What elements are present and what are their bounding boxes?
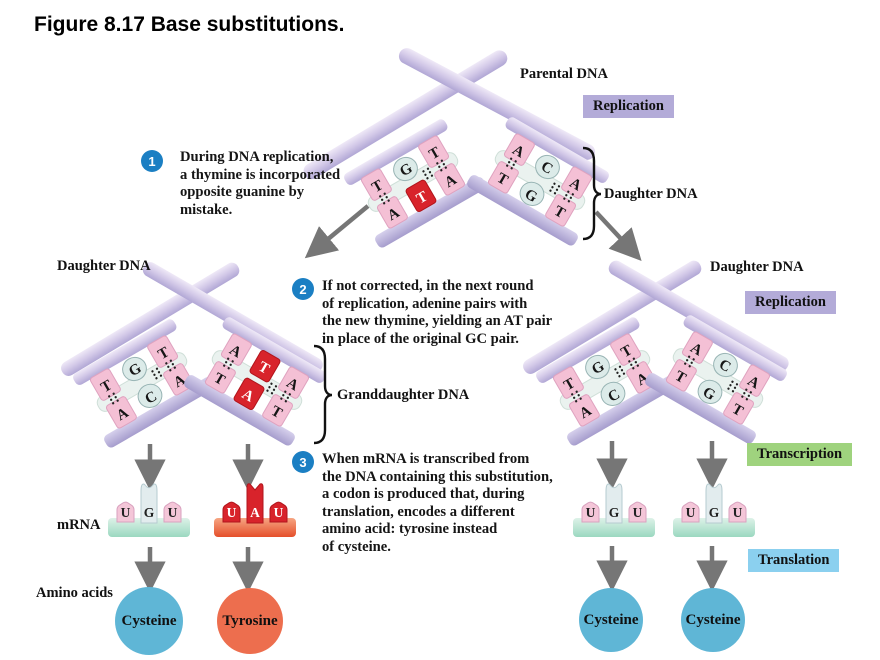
svg-text:U: U xyxy=(733,505,743,520)
mrna-codon-ugu-right-a: U G U xyxy=(573,483,655,537)
arrow-to-right-granddaughter xyxy=(594,210,642,261)
amino-label-tyrosine: Tyrosine xyxy=(222,613,278,629)
svg-text:C: C xyxy=(716,357,733,376)
label-amino-acids: Amino acids xyxy=(36,585,113,601)
svg-text:U: U xyxy=(686,505,696,520)
label-parental-dna: Parental DNA xyxy=(520,66,608,82)
svg-text:G: G xyxy=(700,384,718,404)
step-2-number: 2 xyxy=(292,278,314,300)
svg-text:A: A xyxy=(171,372,189,391)
brace-granddaughter-dna xyxy=(313,344,333,445)
step-3-number: 3 xyxy=(292,451,314,473)
svg-text:A: A xyxy=(226,342,244,361)
svg-text:T: T xyxy=(369,177,386,196)
svg-text:A: A xyxy=(687,340,705,359)
svg-text:T: T xyxy=(155,344,172,363)
svg-text:T: T xyxy=(426,144,443,163)
amino-label-cysteine: Cysteine xyxy=(583,612,639,628)
svg-text:T: T xyxy=(672,368,689,387)
badge-replication-right: Replication xyxy=(745,291,836,314)
granddaughter-dna-structure-right: T G T A C A A C A T G T xyxy=(523,260,793,448)
svg-text:G: G xyxy=(126,360,144,380)
step-1-text: During DNA replication, a thymine is inc… xyxy=(180,149,341,218)
brace-daughter-dna xyxy=(582,146,602,241)
svg-text:U: U xyxy=(633,505,643,520)
svg-text:A: A xyxy=(745,373,763,392)
svg-text:U: U xyxy=(586,505,596,520)
svg-text:T: T xyxy=(268,403,285,422)
svg-text:U: U xyxy=(274,505,284,520)
svg-text:C: C xyxy=(143,388,160,407)
dna-ribbon xyxy=(61,262,240,376)
helix-daughter-mutant-gt: T G T A T A xyxy=(338,114,489,250)
svg-text:U: U xyxy=(168,505,178,520)
helix-daughter-normal: A C A T G T xyxy=(464,112,615,248)
svg-text:G: G xyxy=(397,160,415,180)
svg-text:A: A xyxy=(239,386,257,405)
dna-ribbon xyxy=(142,262,323,373)
svg-text:A: A xyxy=(250,505,260,520)
helix-granddaughter-mutant-at: A T A T A T xyxy=(181,312,332,448)
step-1-number: 1 xyxy=(141,150,163,172)
svg-text:U: U xyxy=(121,505,131,520)
svg-text:A: A xyxy=(509,142,527,161)
helix-granddaughter-normal: T G T A C A xyxy=(67,314,218,450)
svg-text:G: G xyxy=(609,505,620,520)
badge-translation: Translation xyxy=(748,549,840,572)
svg-text:A: A xyxy=(567,175,585,194)
amino-label-cysteine: Cysteine xyxy=(121,613,177,629)
svg-text:G: G xyxy=(144,505,155,520)
svg-text:T: T xyxy=(255,359,272,378)
mrna-codon-uau-mutant: U A U xyxy=(214,483,296,537)
svg-text:G: G xyxy=(709,505,720,520)
svg-text:A: A xyxy=(442,172,460,191)
step-3-text: When mRNA is transcribed from the DNA co… xyxy=(322,451,553,555)
svg-text:A: A xyxy=(385,205,403,224)
badge-replication-top: Replication xyxy=(583,95,674,118)
svg-text:A: A xyxy=(577,403,595,422)
svg-text:T: T xyxy=(561,375,578,394)
amino-label-cysteine: Cysteine xyxy=(685,612,741,628)
label-daughter-dna-left: Daughter DNA xyxy=(57,258,151,274)
svg-text:A: A xyxy=(284,375,302,394)
svg-text:C: C xyxy=(606,386,623,405)
svg-text:T: T xyxy=(618,342,635,361)
svg-text:T: T xyxy=(729,401,746,420)
granddaughter-dna-structure-left: T G T A C A A T A T A T xyxy=(61,262,332,450)
svg-text:A: A xyxy=(634,370,652,389)
svg-text:T: T xyxy=(211,370,228,389)
svg-text:U: U xyxy=(227,505,237,520)
mrna-codon-ugu-right-b: U G U xyxy=(673,483,755,537)
label-daughter-dna-top: Daughter DNA xyxy=(604,186,698,202)
svg-text:A: A xyxy=(114,405,132,424)
svg-text:G: G xyxy=(589,358,607,378)
label-granddaughter-dna: Granddaughter DNA xyxy=(337,387,470,403)
step-2-text: If not corrected, in the next round of r… xyxy=(322,278,553,347)
label-mrna: mRNA xyxy=(57,517,101,533)
badge-transcription: Transcription xyxy=(747,443,853,466)
svg-text:T: T xyxy=(494,170,511,189)
helix-granddaughter-normal: T G T A C A xyxy=(530,312,681,448)
svg-text:T: T xyxy=(551,203,568,222)
label-daughter-dna-right: Daughter DNA xyxy=(710,259,804,275)
svg-text:T: T xyxy=(414,189,431,208)
mrna-codon-ugu-left: U G U xyxy=(108,483,190,537)
helix-granddaughter-normal: A C A T G T xyxy=(642,310,793,446)
figure-title: Figure 8.17 Base substitutions. xyxy=(34,13,345,36)
svg-text:G: G xyxy=(522,186,540,206)
dna-ribbon xyxy=(398,48,596,160)
svg-text:T: T xyxy=(98,377,115,396)
svg-text:C: C xyxy=(538,159,555,178)
